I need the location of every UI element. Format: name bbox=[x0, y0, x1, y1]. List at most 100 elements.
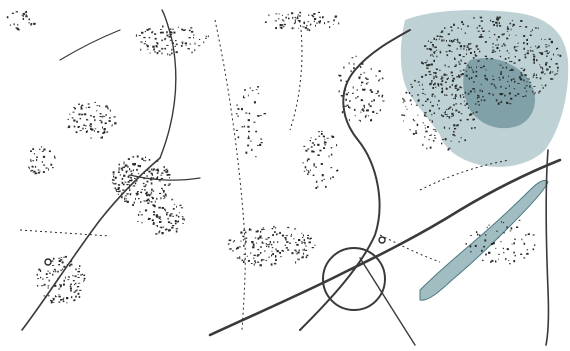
ink-speck bbox=[151, 168, 153, 171]
ink-speck bbox=[173, 203, 176, 205]
ink-speck bbox=[444, 113, 446, 115]
ink-speck bbox=[249, 229, 252, 231]
ink-speck bbox=[164, 47, 167, 50]
ink-speck bbox=[545, 46, 548, 48]
ink-speck bbox=[477, 96, 480, 98]
ink-speck bbox=[22, 18, 25, 20]
ink-speck bbox=[17, 28, 20, 31]
ink-speck bbox=[453, 104, 455, 106]
ink-speck bbox=[257, 237, 260, 240]
ink-speck bbox=[536, 47, 538, 49]
target-circle-icon[interactable] bbox=[322, 247, 386, 311]
ink-speck bbox=[70, 263, 73, 266]
ink-speck bbox=[152, 211, 156, 213]
ink-speck bbox=[405, 91, 408, 94]
ink-speck bbox=[459, 45, 463, 48]
ink-speck bbox=[381, 95, 383, 98]
ink-speck bbox=[251, 241, 254, 243]
ink-speck bbox=[245, 151, 248, 154]
ink-speck bbox=[148, 159, 151, 161]
ink-speck bbox=[424, 93, 426, 95]
ink-speck bbox=[96, 110, 98, 112]
ink-speck bbox=[30, 160, 32, 163]
ink-speck bbox=[137, 164, 140, 167]
ink-speck bbox=[492, 42, 494, 45]
ink-speck bbox=[518, 59, 521, 62]
ink-speck bbox=[489, 37, 491, 39]
ink-speck bbox=[462, 23, 465, 26]
ink-speck bbox=[155, 214, 159, 217]
ink-speck bbox=[319, 20, 321, 23]
ink-speck bbox=[147, 48, 149, 50]
ink-speck bbox=[159, 218, 162, 220]
ink-speck bbox=[284, 237, 287, 239]
ink-speck bbox=[468, 48, 470, 51]
ink-speck bbox=[448, 45, 451, 47]
ink-speck bbox=[114, 177, 116, 180]
ink-speck bbox=[255, 89, 258, 91]
ink-speck bbox=[181, 41, 184, 43]
ink-speck bbox=[412, 133, 415, 135]
main-railway-line bbox=[208, 158, 562, 337]
ink-speck bbox=[265, 259, 267, 262]
ink-speck bbox=[165, 171, 168, 173]
ink-speck bbox=[484, 41, 487, 43]
ink-speck bbox=[424, 127, 426, 129]
ink-speck bbox=[48, 272, 51, 274]
ink-speck bbox=[275, 27, 277, 30]
ink-speck bbox=[413, 120, 416, 122]
ink-speck bbox=[317, 131, 320, 133]
ink-speck bbox=[158, 206, 161, 209]
ink-speck bbox=[345, 98, 347, 101]
ink-speck bbox=[166, 212, 169, 214]
ink-speck bbox=[205, 37, 207, 39]
ink-speck bbox=[156, 42, 159, 44]
ink-speck bbox=[165, 168, 168, 170]
ink-speck bbox=[242, 235, 245, 238]
ink-speck bbox=[305, 149, 308, 152]
ink-speck bbox=[75, 295, 77, 298]
ink-speck bbox=[506, 50, 508, 52]
ink-speck bbox=[305, 249, 308, 251]
ink-speck bbox=[271, 243, 273, 246]
ink-speck bbox=[307, 170, 309, 172]
ink-speck bbox=[314, 138, 317, 140]
ink-speck bbox=[89, 123, 92, 126]
ink-speck bbox=[423, 114, 426, 117]
ink-speck bbox=[163, 191, 165, 193]
ink-speck bbox=[460, 48, 462, 50]
ink-speck bbox=[451, 75, 454, 77]
ink-speck bbox=[500, 71, 502, 73]
ink-speck bbox=[313, 165, 315, 167]
ink-speck bbox=[149, 52, 151, 54]
ink-speck bbox=[150, 191, 153, 193]
ink-speck bbox=[441, 80, 443, 83]
ink-speck bbox=[85, 131, 88, 133]
ink-speck bbox=[236, 257, 239, 259]
ink-speck bbox=[65, 276, 66, 279]
ink-speck bbox=[33, 23, 36, 25]
ink-speck bbox=[51, 300, 53, 302]
ink-speck bbox=[150, 177, 153, 179]
ink-speck bbox=[441, 139, 444, 141]
ink-speck bbox=[39, 148, 41, 150]
ink-speck bbox=[505, 87, 507, 89]
ink-speck bbox=[521, 238, 523, 241]
ink-speck bbox=[458, 54, 461, 56]
ink-speck bbox=[162, 195, 165, 197]
ink-speck bbox=[279, 251, 281, 254]
ink-speck bbox=[79, 265, 81, 267]
ink-speck bbox=[140, 48, 142, 51]
ink-speck bbox=[518, 219, 521, 221]
ink-speck bbox=[523, 242, 526, 245]
ink-speck bbox=[485, 253, 487, 256]
ink-speck bbox=[485, 57, 488, 60]
ink-speck bbox=[78, 126, 81, 128]
ink-speck bbox=[460, 59, 462, 62]
ink-speck bbox=[193, 34, 195, 36]
ink-speck bbox=[158, 217, 161, 220]
ink-speck bbox=[167, 174, 169, 176]
ink-speck bbox=[349, 100, 351, 102]
ink-speck bbox=[378, 95, 380, 97]
